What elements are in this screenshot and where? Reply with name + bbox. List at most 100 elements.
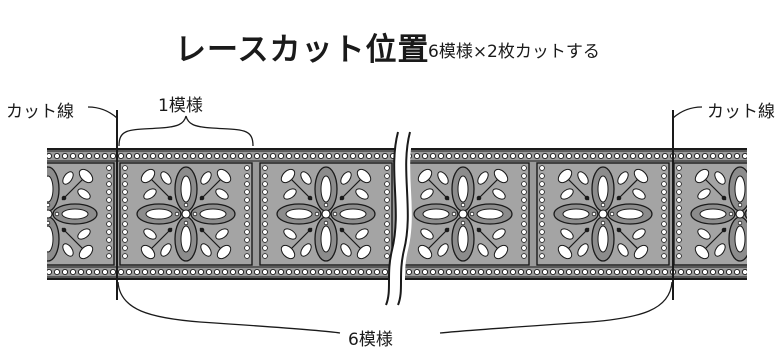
bead <box>357 152 365 160</box>
bead <box>117 152 125 160</box>
bead <box>676 237 682 243</box>
bead <box>597 152 605 160</box>
sprig-leaf <box>280 244 296 260</box>
bead <box>85 268 93 276</box>
bead <box>521 221 527 227</box>
one-pattern-label: 1模様 <box>158 96 203 116</box>
cut-line-label-right: カット線 <box>707 102 775 122</box>
bead <box>133 268 141 276</box>
bead <box>262 205 268 211</box>
bead <box>106 253 112 259</box>
bead <box>253 268 261 276</box>
bead <box>262 181 268 187</box>
sprig-leaf <box>140 168 156 184</box>
bead <box>533 152 541 160</box>
bead <box>733 152 741 160</box>
bead <box>725 152 733 160</box>
bead <box>197 268 205 276</box>
bead <box>125 268 133 276</box>
bead <box>661 197 667 203</box>
break-line <box>397 131 411 306</box>
sprig-leaf <box>694 244 710 260</box>
bead <box>262 189 268 195</box>
sprig-leaf <box>340 171 352 185</box>
bead <box>676 245 682 251</box>
sprig-leaf <box>283 228 297 240</box>
bead <box>661 221 667 227</box>
sprig-leaf <box>143 188 157 200</box>
bead <box>173 152 181 160</box>
bead <box>733 268 741 276</box>
bead <box>197 152 205 160</box>
bead <box>521 205 527 211</box>
bead <box>244 181 250 187</box>
bead <box>384 237 390 243</box>
bead <box>661 205 667 211</box>
sprig-leaf <box>697 228 711 240</box>
bead <box>661 229 667 235</box>
bead <box>189 268 197 276</box>
bead <box>213 152 221 160</box>
bead <box>429 268 437 276</box>
bead <box>165 268 173 276</box>
bead <box>629 268 637 276</box>
bead <box>229 152 237 160</box>
bead <box>539 205 545 211</box>
bead <box>661 173 667 179</box>
bead <box>384 197 390 203</box>
bead <box>676 197 682 203</box>
bead <box>533 268 541 276</box>
sprig-leaf <box>215 188 229 200</box>
bead <box>469 152 477 160</box>
bead <box>493 152 501 160</box>
bead <box>645 268 653 276</box>
bead <box>244 229 250 235</box>
bead <box>106 237 112 243</box>
lace-motif <box>259 162 393 266</box>
bead <box>244 253 250 259</box>
lace-motif <box>396 162 530 266</box>
bead <box>661 189 667 195</box>
bead <box>106 197 112 203</box>
bead <box>709 152 717 160</box>
bead <box>77 268 85 276</box>
bead <box>221 152 229 160</box>
sprig-leaf <box>420 228 434 240</box>
bead <box>122 197 128 203</box>
sprig-leaf <box>617 243 629 257</box>
bead <box>539 189 545 195</box>
bead <box>293 268 301 276</box>
bead <box>317 268 325 276</box>
bead <box>277 268 285 276</box>
bead <box>605 268 613 276</box>
bead <box>645 152 653 160</box>
bead <box>453 152 461 160</box>
sprig-leaf <box>437 243 449 257</box>
bead <box>317 152 325 160</box>
bead <box>244 245 250 251</box>
bead <box>122 173 128 179</box>
motif-center <box>321 209 331 219</box>
bead <box>517 268 525 276</box>
sprig-leaf <box>697 188 711 200</box>
sprig-leaf <box>356 168 372 184</box>
bead <box>341 268 349 276</box>
bead <box>245 152 253 160</box>
six-pattern-label: 6模様 <box>344 325 397 350</box>
sprig-leaf <box>753 170 768 186</box>
bead <box>141 268 149 276</box>
bead <box>629 152 637 160</box>
bead <box>676 205 682 211</box>
bead <box>341 152 349 160</box>
bead <box>661 152 669 160</box>
bead <box>381 152 389 160</box>
sprig-leaf <box>77 228 91 240</box>
bead <box>539 221 545 227</box>
bead <box>573 152 581 160</box>
bead <box>205 268 213 276</box>
sprig-leaf <box>753 242 768 258</box>
bead <box>106 213 112 219</box>
bead <box>262 173 268 179</box>
sprig-stem <box>8 228 34 254</box>
bead <box>133 152 141 160</box>
